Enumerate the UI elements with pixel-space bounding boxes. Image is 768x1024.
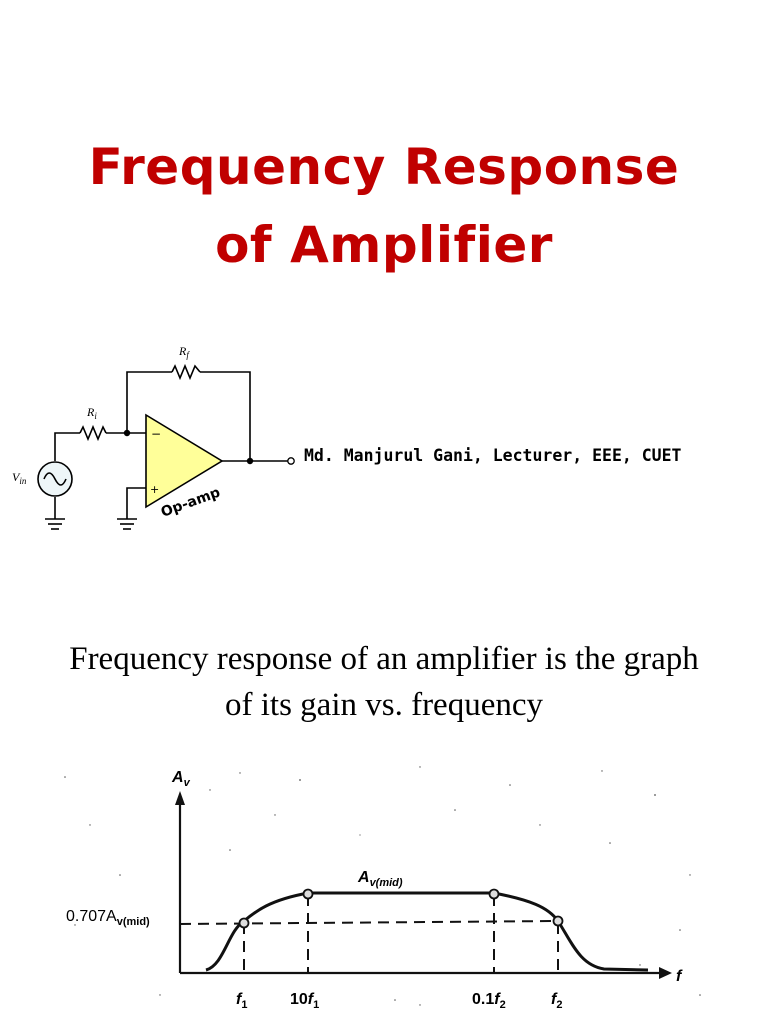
level-sub: v(mid) (117, 916, 150, 928)
x-axis-label: f (676, 968, 683, 985)
y-axis-sub: v (184, 777, 191, 789)
level-label: 0.707A (66, 908, 117, 925)
slide-title: Frequency Response of Amplifier (0, 128, 768, 284)
feedback-wire-left (126, 371, 172, 433)
intro-text: Frequency response of an amplifier is th… (0, 636, 768, 728)
author-credit: Md. Manjurul Gani, Lecturer, EEE, CUET (304, 446, 682, 465)
feedback-wire-right (200, 371, 251, 461)
noninverting-ground-wire (126, 487, 146, 519)
ri-resistor (79, 424, 107, 442)
tick-3-sub: 2 (500, 999, 506, 1011)
svg-text:Vin: Vin (12, 470, 27, 486)
vin-sub: in (19, 476, 27, 486)
x-axis-arrow (659, 967, 672, 979)
rf-sub: f (186, 350, 190, 360)
intro-line-2: of its gain vs. frequency (225, 687, 543, 723)
tick-3-prefix: 0.1 (472, 991, 494, 1008)
title-line-1: Frequency Response (88, 138, 680, 196)
tick-1-sub: 1 (241, 999, 247, 1011)
mid-label: A (357, 869, 370, 886)
rf-label: R (178, 344, 187, 358)
tick-3-label: f (494, 991, 501, 1008)
svg-text:Av(mid): Av(mid) (357, 869, 403, 889)
rf-resistor (171, 363, 201, 381)
opamp-triangle (145, 413, 224, 509)
tick-4-sub: 2 (556, 999, 562, 1011)
marker-01f2 (488, 888, 500, 900)
scan-speckle (64, 766, 701, 1006)
ri-sub: i (94, 411, 97, 421)
level-0707-line (179, 920, 559, 925)
svg-text:Ri: Ri (86, 405, 97, 421)
opamp-minus: − (151, 427, 161, 441)
title-line-2: of Amplifier (215, 216, 553, 274)
frequency-response-graph: Av f Av(mid) 0.707Av(mid) f1 10f1 0.1f2 … (64, 766, 701, 1011)
response-curve (205, 891, 649, 972)
svg-text:f1: f1 (236, 991, 247, 1011)
svg-text:Rf: Rf (178, 344, 190, 360)
tick-2-sub: 1 (313, 999, 319, 1011)
svg-text:Av: Av (171, 769, 191, 789)
marker-f2 (552, 915, 564, 927)
ri-label: R (86, 405, 95, 419)
tick-2-label: f (308, 991, 315, 1008)
svg-text:10f1: 10f1 (290, 991, 319, 1011)
output-terminal (287, 457, 295, 465)
vin-label: V (12, 470, 21, 484)
tick-4-label: f (551, 991, 558, 1008)
marker-10f1 (302, 888, 314, 900)
input-wire (54, 432, 80, 461)
mid-sub: v(mid) (370, 877, 403, 889)
svg-text:0.1f2: 0.1f2 (472, 991, 506, 1011)
marker-f1 (238, 917, 250, 929)
opamp-plus: + (150, 483, 159, 496)
opamp-circuit-diagram: − + Rf Ri Vin Op-amp (12, 344, 295, 530)
svg-text:f2: f2 (551, 991, 562, 1011)
y-axis-label: A (171, 769, 184, 786)
svg-text:0.707Av(mid): 0.707Av(mid) (66, 908, 150, 928)
intro-line-1: Frequency response of an amplifier is th… (69, 641, 699, 677)
tick-2-prefix: 10 (290, 991, 308, 1008)
tick-1-label: f (236, 991, 243, 1008)
y-axis-arrow (175, 791, 185, 805)
